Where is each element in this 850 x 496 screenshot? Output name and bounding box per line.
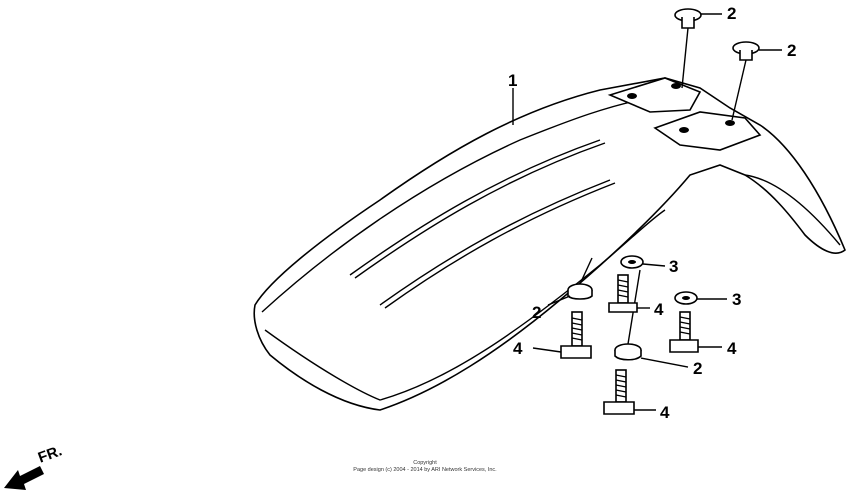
callout-washer-d: 2 [693,359,702,378]
bolt-right[interactable] [669,311,699,353]
washer-top-left[interactable] [674,8,702,89]
bolt-bottom[interactable] [603,369,635,415]
front-fender[interactable] [253,77,846,411]
washer-left[interactable] [567,257,593,300]
bolt-center-upper[interactable] [608,274,638,313]
callout-washer-c: 2 [532,303,541,322]
callout-bolt-c: 4 [727,339,737,358]
washer-top-right[interactable] [731,41,760,121]
callout-washer-b: 2 [787,41,796,60]
copyright-notice: Page design (c) 2004 - 2014 by ARI Netwo… [353,467,497,473]
callout-collar-b: 3 [732,290,741,309]
copyright-title: Copyright [413,460,437,466]
bolt-left[interactable] [560,311,592,359]
callout-fender: 1 [508,71,517,90]
collar-right[interactable] [674,291,698,305]
callout-bolt-a: 4 [654,300,664,319]
callout-bolt-b: 4 [513,339,523,358]
callout-collar-a: 3 [669,257,678,276]
callout-washer-a: 2 [727,4,736,23]
collar-left[interactable] [620,255,644,269]
front-direction-arrow-icon [4,466,44,490]
callout-bolt-d: 4 [660,403,670,422]
